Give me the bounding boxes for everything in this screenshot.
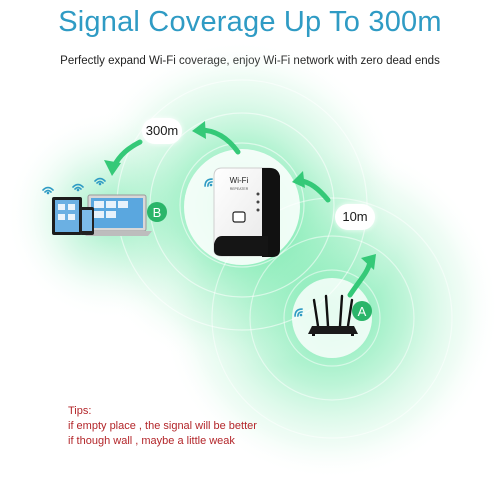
wifi-icon-router [294, 308, 303, 317]
arrow-head-1 [361, 254, 376, 270]
router-halo [292, 278, 372, 358]
arrow-head-4 [104, 160, 121, 176]
router-rings [211, 197, 453, 439]
point-b-badge: B [147, 202, 167, 222]
tips-block: Tips: if empty place , the signal will b… [68, 404, 257, 449]
wifi-icon-1 [42, 186, 54, 193]
tips-heading: Tips: [68, 405, 92, 417]
page-title: Signal Coverage Up To 300m [58, 6, 442, 38]
repeater-brand-text: Wi-Fi [230, 176, 249, 185]
distance-label-10m: 10m [335, 204, 375, 230]
wifi-icon-2 [72, 183, 84, 190]
tips-line: if though wall , maybe a little weak [68, 435, 235, 447]
wifi-symbols [42, 177, 303, 317]
repeater-device: Wi-Fi REPEATER [213, 167, 280, 257]
arrow-head-3 [192, 121, 206, 139]
router-device [308, 294, 358, 336]
repeater-model-text: REPEATER [230, 187, 249, 191]
wifi-dots [46, 182, 303, 317]
wps-button [232, 211, 246, 223]
point-b-label: B [153, 205, 162, 220]
point-a-badge: A [352, 301, 372, 321]
tips-line: if empty place , the signal will be bett… [68, 420, 257, 432]
devices-group [52, 194, 152, 236]
wifi-icon-repeater [204, 178, 213, 187]
distance-label-300m: 300m [142, 118, 182, 144]
wifi-icon-3 [94, 177, 106, 184]
point-a-label: A [358, 304, 367, 319]
arrow-head-2 [292, 171, 305, 188]
arrow-heads [104, 121, 376, 270]
